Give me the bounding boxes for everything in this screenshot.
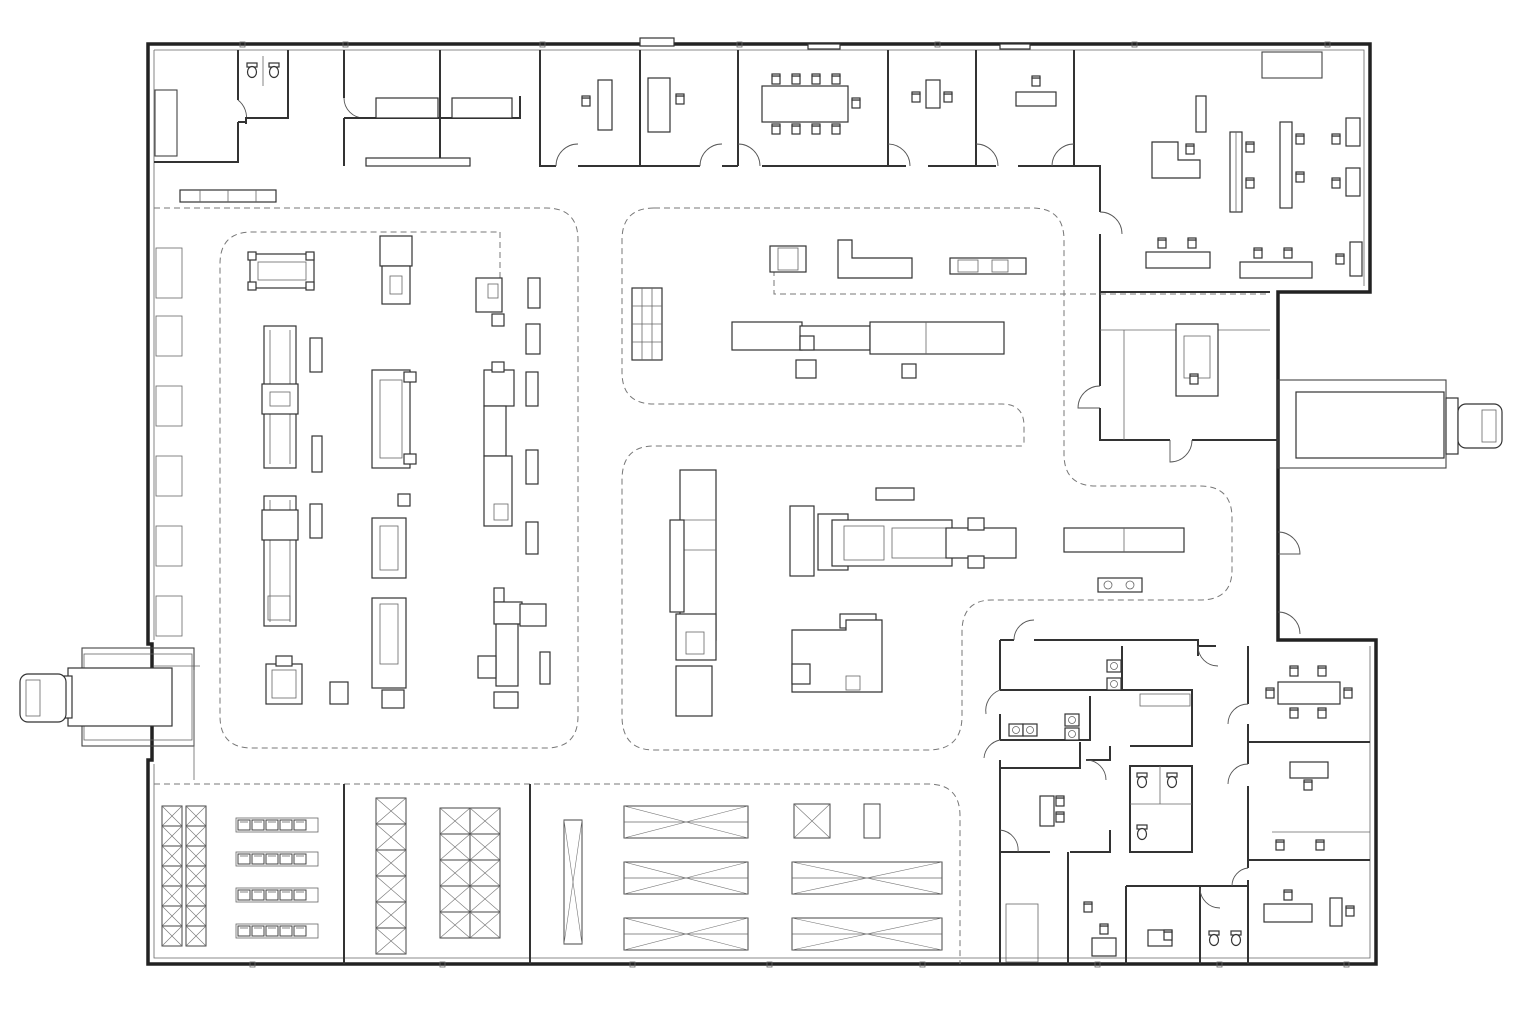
chair-icon xyxy=(851,97,861,109)
chair-icon xyxy=(1331,133,1341,145)
chair-icon xyxy=(1245,177,1255,189)
chair-icon xyxy=(1317,707,1327,719)
chair-icon xyxy=(1185,143,1195,155)
chair-icon xyxy=(791,123,801,135)
east-dock xyxy=(1077,292,1503,469)
chair-icon xyxy=(771,123,781,135)
chair-icon xyxy=(1055,795,1065,807)
toilet-icon xyxy=(1136,824,1148,841)
chair-icon xyxy=(1157,237,1167,249)
truck-icon-west xyxy=(19,673,67,723)
chair-icon xyxy=(1189,373,1199,385)
chair-icon xyxy=(1317,665,1327,677)
chair-icon xyxy=(1345,905,1355,917)
chair-icon xyxy=(1289,707,1299,719)
chair-icon xyxy=(1295,171,1305,183)
west-dock xyxy=(19,189,277,780)
chair-icon xyxy=(1331,177,1341,189)
chair-icon xyxy=(1083,901,1093,913)
storage-area xyxy=(161,784,943,964)
toilet-icon xyxy=(1230,930,1242,947)
machine-area-center xyxy=(631,239,1185,717)
chair-icon xyxy=(1315,839,1325,851)
chair-icon xyxy=(1335,253,1345,265)
chair-icon xyxy=(1283,889,1293,901)
toilet-icon xyxy=(1136,772,1148,789)
chair-icon xyxy=(1245,141,1255,153)
aisle-markings xyxy=(154,207,1270,964)
chair-icon xyxy=(581,95,591,107)
chair-icon xyxy=(811,123,821,135)
chair-icon xyxy=(1253,247,1263,259)
exterior-walls xyxy=(146,37,1378,968)
chair-icon xyxy=(811,73,821,85)
chair-icon xyxy=(1343,687,1353,699)
chair-icon xyxy=(675,93,685,105)
chair-icon xyxy=(1303,779,1313,791)
chair-icon xyxy=(1295,133,1305,145)
machine-area-left xyxy=(247,235,551,709)
chair-icon xyxy=(1265,687,1275,699)
open-office xyxy=(1074,95,1363,293)
chair-icon xyxy=(791,73,801,85)
toilet-icon xyxy=(268,62,280,79)
chair-icon xyxy=(1163,929,1173,941)
chair-icon xyxy=(771,73,781,85)
toilet-icon xyxy=(1208,930,1220,947)
chair-icon xyxy=(1187,237,1197,249)
chair-icon xyxy=(943,91,953,103)
chair-icon xyxy=(1283,247,1293,259)
toilet-icon xyxy=(1166,772,1178,789)
chair-icon xyxy=(1099,923,1109,935)
office-block-southeast xyxy=(983,531,1370,964)
chair-icon xyxy=(1289,665,1299,677)
toilet-icon xyxy=(246,62,258,79)
chair-icon xyxy=(1275,839,1285,851)
chair-icon xyxy=(1031,75,1041,87)
top-offices xyxy=(154,50,1075,167)
chair-icon xyxy=(911,91,921,103)
truck-icon-east xyxy=(1457,403,1503,449)
chair-icon xyxy=(1055,811,1065,823)
chair-icon xyxy=(831,123,841,135)
chair-icon xyxy=(831,73,841,85)
